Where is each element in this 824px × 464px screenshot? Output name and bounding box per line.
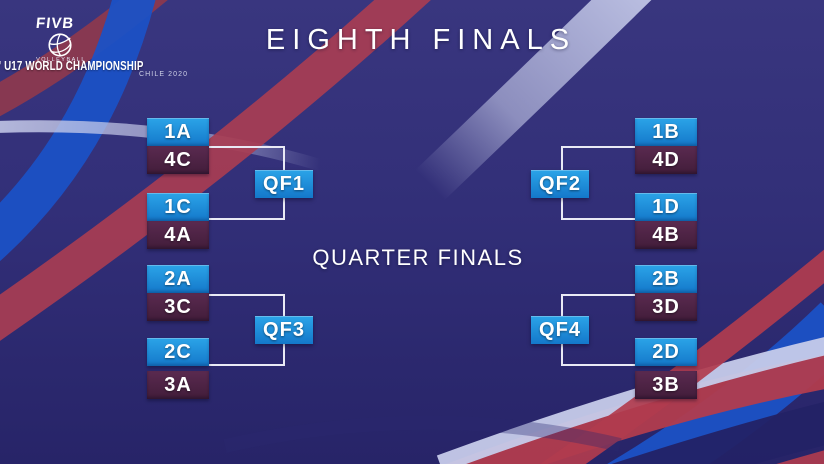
championship-title: LS' U17 WORLD CHAMPIONSHIP [0, 59, 144, 73]
qf1-box: QF1 [255, 170, 313, 198]
qf4-box: QF4 [531, 316, 589, 344]
team-slot-3d: 3D [635, 293, 697, 321]
event-logo: FIVB VOLLEYBALL LS' U17 WORLD CHAMPIONSH… [0, 0, 230, 90]
team-slot-3b: 3B [635, 371, 697, 399]
team-slot-1b: 1B [635, 118, 697, 146]
team-slot-2c: 2C [147, 338, 209, 366]
qf2-box: QF2 [531, 170, 589, 198]
volleyball-label: VOLLEYBALL [36, 57, 86, 63]
team-slot-2d: 2D [635, 338, 697, 366]
team-slot-1d: 1D [635, 193, 697, 221]
quarter-finals-label: QUARTER FINALS [312, 245, 524, 270]
team-slot-3c: 3C [147, 293, 209, 321]
team-slot-1a: 1A [147, 118, 209, 146]
team-slot-2a: 2A [147, 265, 209, 293]
team-slot-2b: 2B [635, 265, 697, 293]
team-slot-4c: 4C [147, 146, 209, 174]
team-slot-4d: 4D [635, 146, 697, 174]
team-slot-1c: 1C [147, 193, 209, 221]
team-slot-4b: 4B [635, 221, 697, 249]
page-title: EIGHTH FINALS [265, 24, 577, 56]
team-slot-3a: 3A [147, 371, 209, 399]
team-slot-4a: 4A [147, 221, 209, 249]
volleyball-icon [48, 33, 72, 57]
qf3-box: QF3 [255, 316, 313, 344]
edition-label: CHILE 2020 [139, 71, 189, 78]
